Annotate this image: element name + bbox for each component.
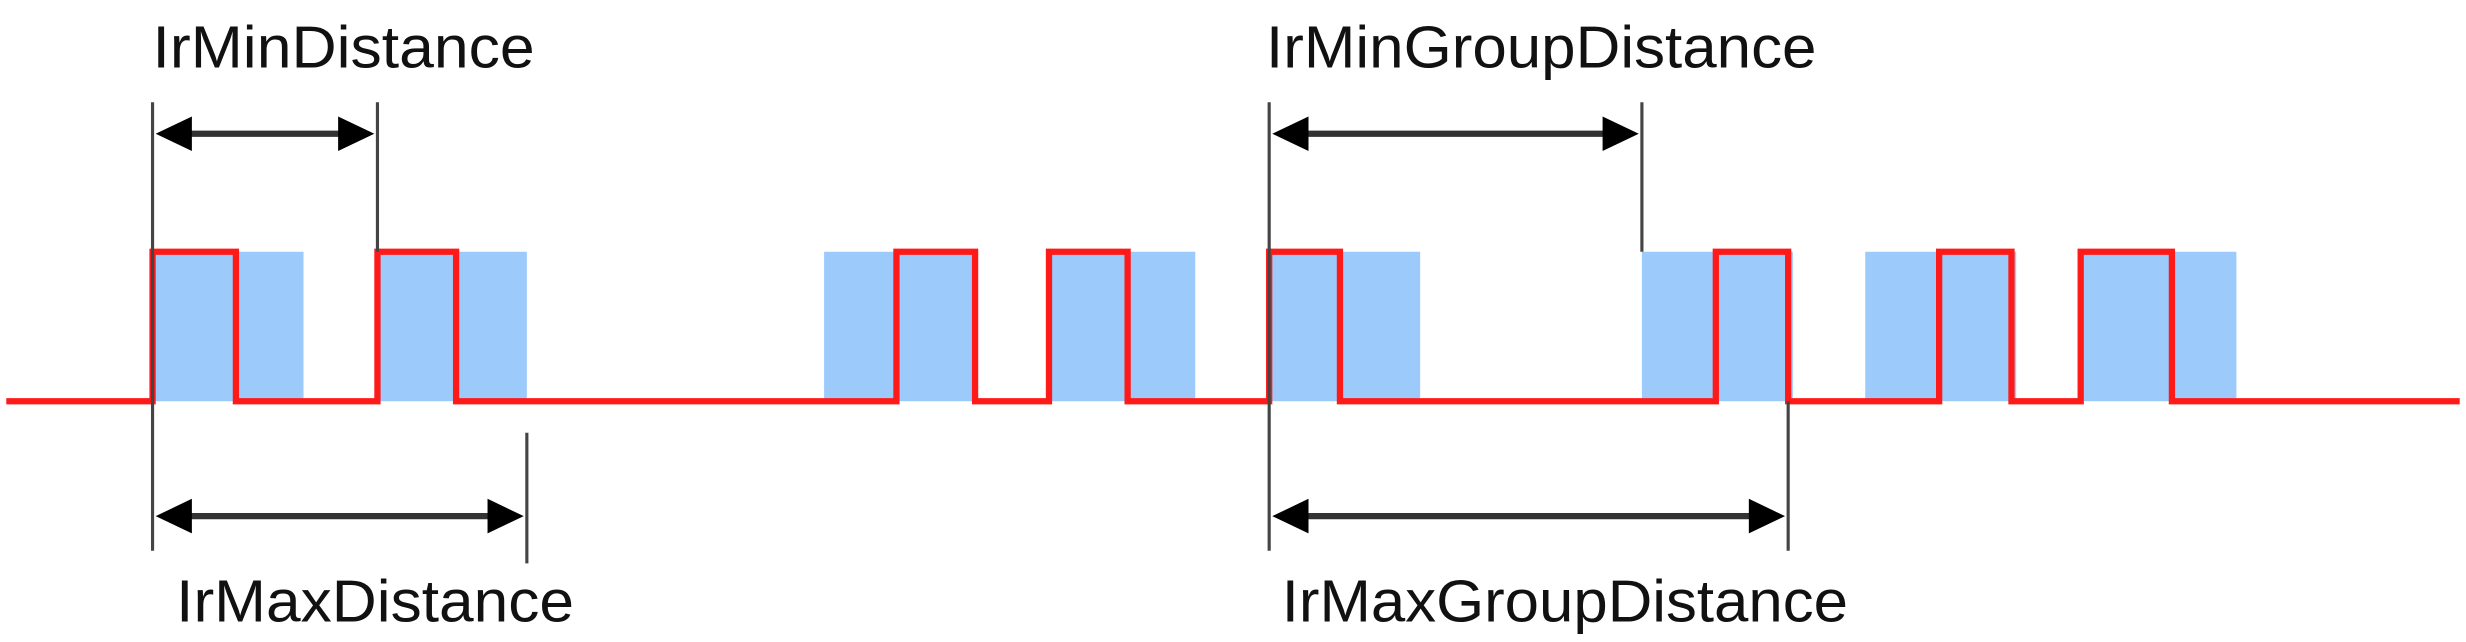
- label-max-group-distance: IrMaxGroupDistance: [1282, 568, 1848, 635]
- max-distance-dimension: IrMaxDistance: [155, 432, 574, 635]
- carrier-block: [152, 251, 304, 402]
- carrier-blocks: [152, 251, 2237, 402]
- arrowhead-left-icon: [1272, 116, 1309, 152]
- arrowhead-left-icon: [1272, 498, 1309, 534]
- arrowhead-right-icon: [338, 116, 375, 152]
- arrowhead-right-icon: [487, 498, 524, 534]
- arrowhead-left-icon: [155, 498, 192, 534]
- arrowhead-right-icon: [1748, 498, 1786, 534]
- carrier-block: [1048, 251, 1196, 402]
- label-min-distance: IrMinDistance: [153, 14, 535, 81]
- arrowhead-right-icon: [1602, 116, 1639, 152]
- max-group-distance-dimension: IrMaxGroupDistance: [1272, 401, 1848, 635]
- arrowhead-left-icon: [155, 116, 192, 152]
- label-max-distance: IrMaxDistance: [176, 568, 574, 635]
- carrier-block: [377, 251, 527, 402]
- ir-signal-waveform: [6, 248, 2460, 405]
- min-group-distance-dimension: IrMinGroupDistance: [1266, 14, 1816, 551]
- label-min-group-distance: IrMinGroupDistance: [1266, 14, 1816, 81]
- carrier-block: [1269, 251, 1421, 402]
- carrier-block: [2080, 251, 2237, 402]
- min-distance-dimension: IrMinDistance: [150, 14, 535, 551]
